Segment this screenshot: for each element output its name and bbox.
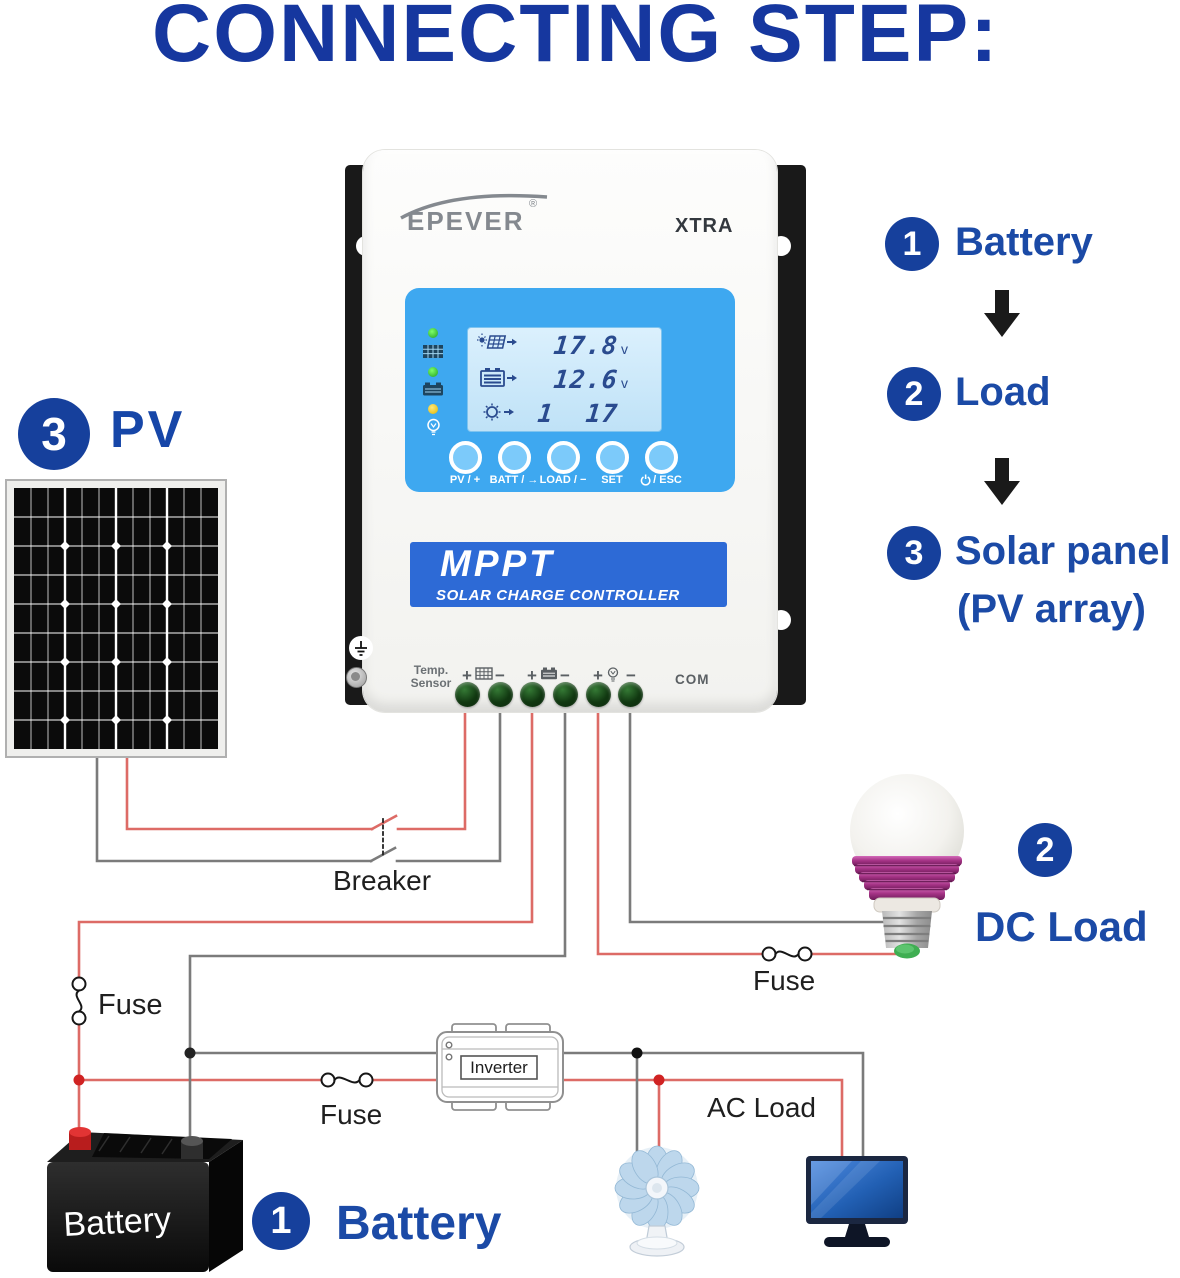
lcd-battery-voltage: 12.6 [552,364,620,394]
fuse-inverter-symbol [320,1072,374,1088]
model-name: XTRA [675,215,734,237]
ac-load-label: AC Load [707,1092,816,1123]
dc-load-label: DC Load [975,903,1148,950]
lcd-row-battery: 12.6 v [468,362,661,396]
button-pv [449,441,482,474]
battery-step-badge: 1 [252,1192,310,1250]
battery-device-label: Battery [62,1200,172,1244]
step3-label: Solar panel [955,529,1171,573]
terminal-pv-plus [454,682,480,707]
wires [71,703,904,1170]
junction-dot [184,1047,196,1059]
lcd-load-value: 1 17 [536,398,620,428]
junction-dot [653,1074,665,1086]
ground-icon [349,636,373,660]
button-batt [498,441,531,474]
terminal-pv-minus [487,682,513,707]
dc-load-badge: 2 [1018,823,1072,877]
monitor [806,1156,908,1247]
battery-led [428,367,438,377]
battery-device: Battery [47,1127,243,1272]
button-load [547,441,580,474]
mppt-subtitle: SOLAR CHARGE CONTROLLER [436,587,680,604]
lcd-row-pv: 17.8 v [468,328,661,362]
fuse-load-label: Fuse [753,965,815,996]
step1-badge: 1 [885,217,939,271]
lcd-row-load: 1 17 [468,396,661,430]
load-status-icon [427,418,440,436]
fuse-load-symbol [761,946,813,962]
fan [614,1145,700,1257]
battery-terminal-icon [541,667,557,680]
lcd-screen: 17.8 v 12.6 v 1 17 [467,327,662,432]
load-terminal-icon [607,667,619,682]
step1-label: Battery [955,220,1093,264]
button-esc-label: / ESC [640,474,682,486]
terminal-batt-minus [552,682,578,707]
fuse-battery-label: Fuse [98,989,162,1021]
inverter: Inverter [436,1023,564,1111]
charge-controller: EPEVER ® XTRA [363,150,777,712]
battery-status-icon [423,382,443,396]
junction-dot [631,1047,643,1059]
com-label: COM [675,672,710,687]
step2-badge: 2 [887,367,941,421]
power-icon [640,474,651,486]
pv-label: PV [110,401,186,459]
terminal-load-plus [585,682,611,707]
brand-swoosh [400,193,548,220]
pv-step-badge: 3 [18,398,90,470]
pv-status-icon [423,345,443,358]
terminal-batt-plus [519,682,545,707]
button-load-label: LOAD / − [539,474,587,486]
step2-label: Load [955,370,1051,414]
breaker-label: Breaker [333,865,431,896]
pv-led [428,328,438,338]
step-arrows [984,290,1020,505]
inverter-label: Inverter [470,1058,528,1077]
button-set [596,441,629,474]
registered-mark: ® [529,198,538,210]
page-title: CONNECTING STEP: [152,0,1000,79]
mppt-band: MPPT SOLAR CHARGE CONTROLLER [410,542,727,607]
button-set-label: SET [601,474,623,486]
mppt-text: MPPT [440,543,555,584]
load-led [428,404,438,414]
temp-sensor-jack [346,667,367,688]
temp-sensor-label: Temp. Sensor [410,663,452,690]
display-panel: 17.8 v 12.6 v 1 17 [405,288,735,492]
button-pv-label: PV / + [449,474,481,486]
pv-terminal-icon [475,667,493,680]
button-batt-label: BATT / → [489,474,539,486]
button-esc [645,441,678,474]
brand-logo: EPEVER [407,206,525,236]
terminal-load-minus [617,682,643,707]
step3-badge: 3 [887,526,941,580]
junction-dot [73,1074,85,1086]
bulb [850,774,964,959]
solar-panel [5,479,227,758]
step3-label2: (PV array) [957,587,1146,631]
fuse-inverter-label: Fuse [320,1099,382,1130]
fuse-battery-symbol [71,976,87,1026]
lcd-pv-voltage: 17.8 [552,330,620,360]
battery-step-label: Battery [336,1197,502,1250]
